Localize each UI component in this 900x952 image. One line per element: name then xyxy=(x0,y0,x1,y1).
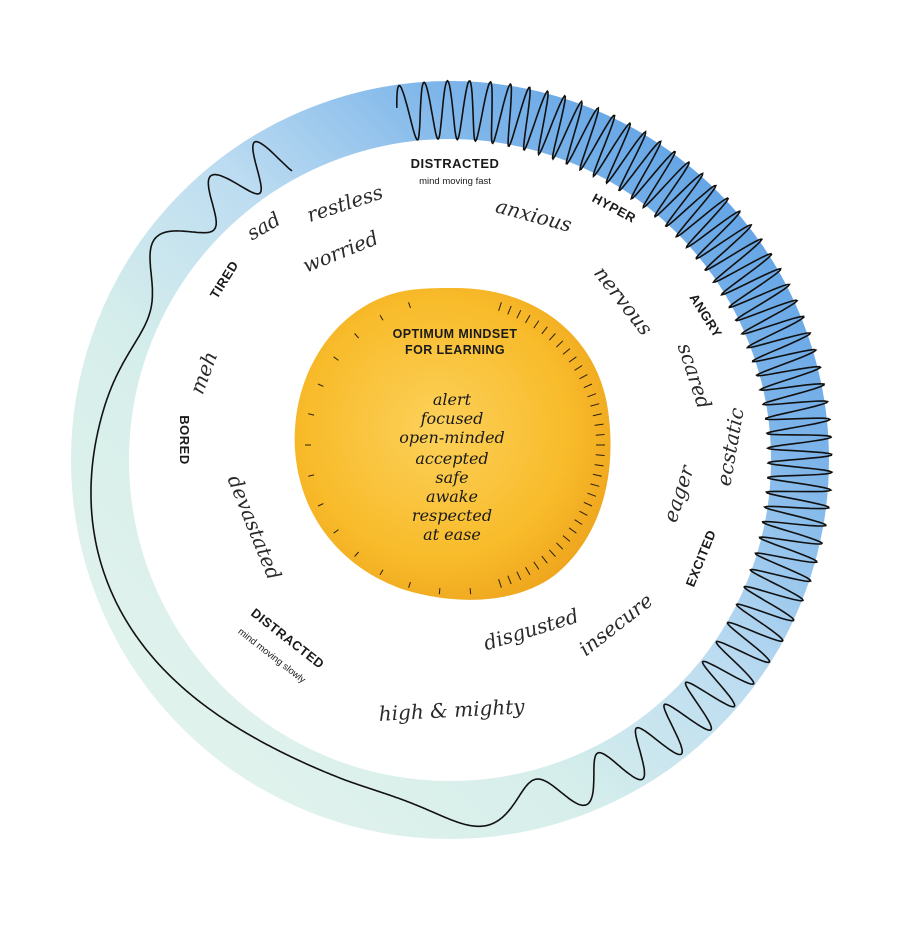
core-tick xyxy=(516,309,522,319)
core-tick xyxy=(408,581,411,588)
feeling-sad: sad xyxy=(242,207,284,245)
label-tired: TIRED xyxy=(207,258,242,301)
core-tick xyxy=(516,571,522,581)
feeling-insecure: insecure xyxy=(574,588,657,660)
center-word: respected xyxy=(412,506,492,525)
core-tick xyxy=(525,566,531,576)
core-tick xyxy=(469,588,472,595)
center-word: at ease xyxy=(423,525,481,544)
core-tick xyxy=(592,473,602,477)
core-tick xyxy=(317,383,324,387)
core-tick xyxy=(592,413,602,417)
core-tick xyxy=(317,503,324,507)
core-tick xyxy=(308,413,315,416)
label-distracted-fast-sub: mind moving fast xyxy=(419,176,491,187)
feeling-disgusted: disgusted xyxy=(481,603,582,655)
core-tick xyxy=(590,403,600,407)
feeling-restless: restless xyxy=(304,180,386,227)
core-tick xyxy=(533,320,540,329)
core-circle xyxy=(294,288,611,600)
core-tick xyxy=(507,575,512,585)
label-distracted-fast: DISTRACTED xyxy=(411,156,500,171)
center-word: focused xyxy=(420,409,484,428)
core-tick xyxy=(579,374,588,380)
core-tick xyxy=(595,454,605,456)
core-tick xyxy=(556,542,564,550)
label-bored: BORED xyxy=(177,415,192,464)
core-tick xyxy=(568,356,577,363)
core-tick xyxy=(333,529,339,534)
wave-line xyxy=(90,79,834,828)
core-tick xyxy=(562,348,571,355)
core-tick xyxy=(583,383,593,389)
core-tick xyxy=(408,302,411,309)
core-tick xyxy=(541,326,548,335)
center-word: accepted xyxy=(415,449,488,468)
core-tick xyxy=(594,423,604,426)
core-tick xyxy=(562,535,571,542)
center-word: open-minded xyxy=(399,428,505,447)
core-tick xyxy=(354,333,359,339)
core-tick xyxy=(541,555,548,564)
core-tick xyxy=(498,302,502,312)
core-tick xyxy=(574,519,583,525)
center-word: alert xyxy=(433,390,472,409)
center-word: safe xyxy=(435,468,468,487)
core-ticks xyxy=(305,302,605,595)
core-tick xyxy=(574,365,583,371)
core-tick xyxy=(333,356,339,361)
feeling-devastated: devastated xyxy=(223,472,287,584)
feeling-meh: meh xyxy=(185,348,222,397)
core-tick xyxy=(507,305,512,315)
core-tick xyxy=(533,561,540,570)
feeling-high-mighty: high & mighty xyxy=(378,694,526,726)
core-tick xyxy=(568,527,577,534)
core-tick xyxy=(525,314,531,324)
core-tick xyxy=(548,549,556,557)
feeling-eager: eager xyxy=(658,461,699,525)
label-angry: ANGRY xyxy=(686,291,725,340)
core-tick xyxy=(594,464,604,467)
core-tick xyxy=(590,483,600,487)
core-tick xyxy=(548,333,556,341)
core-tick xyxy=(438,588,441,595)
core-tick xyxy=(379,314,384,321)
feeling-anxious: anxious xyxy=(493,194,574,237)
feeling-nervous: nervous xyxy=(589,261,658,339)
core-tick xyxy=(587,492,597,497)
center-title-2: FOR LEARNING xyxy=(405,343,505,357)
feeling-worried: worried xyxy=(299,226,382,278)
outer-ring xyxy=(71,81,829,839)
center-word: awake xyxy=(426,487,478,506)
core-tick xyxy=(556,340,564,348)
core-tick xyxy=(583,501,593,507)
core-tick xyxy=(308,474,315,477)
center-title-1: OPTIMUM MINDSET xyxy=(393,327,518,341)
feeling-ecstatic: ecstatic xyxy=(711,406,748,488)
label-excited: EXCITED xyxy=(683,528,719,589)
core-tick xyxy=(587,393,597,398)
core-tick xyxy=(354,551,359,557)
core-tick xyxy=(595,434,605,436)
label-hyper: HYPER xyxy=(590,190,639,225)
core-tick xyxy=(579,510,588,516)
core-tick xyxy=(379,569,384,576)
core-tick xyxy=(498,578,502,588)
feeling-scared: scared xyxy=(673,340,717,412)
